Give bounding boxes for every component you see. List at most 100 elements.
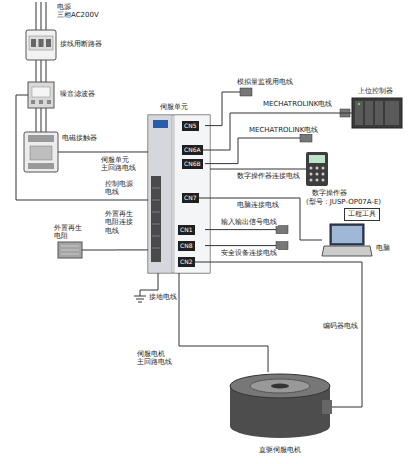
cable-connector	[41, 108, 42, 132]
annotation-label: 安全设备连接电线	[220, 249, 278, 257]
cable-label: 伺服电机 主回路电线	[136, 350, 182, 367]
magnetic-contactor: 电磁接触器	[24, 132, 58, 172]
annotation-label: 接地电线	[148, 293, 178, 301]
contactor-figure-part	[30, 146, 52, 160]
servo-unit-figure-part	[174, 115, 210, 273]
contactor-figure	[24, 132, 58, 172]
cable-label: 编码器电线	[322, 322, 359, 330]
cable-connector	[58, 151, 148, 152]
tool-box: 工程工具	[344, 208, 380, 221]
laptop-figure-part	[330, 224, 364, 245]
noise-filter: 噪音滤波器	[28, 82, 54, 108]
operator-figure	[306, 152, 328, 186]
controller-figure-part	[352, 98, 402, 128]
port-label: CN5	[184, 122, 197, 129]
component-label: (型号：JUSP-OP07A-E)	[306, 198, 381, 206]
cable	[205, 138, 300, 164]
component-label: 上位控制器	[358, 87, 393, 95]
motor-figure-part	[271, 384, 289, 389]
controller-figure-part	[375, 101, 383, 125]
connector-port: CN6A	[182, 145, 203, 155]
component-label: 工程工具	[348, 210, 376, 218]
laptop-figure	[322, 224, 372, 256]
ground-symbol	[134, 296, 146, 302]
power-wire	[36, 108, 37, 132]
connector-port: CN1	[178, 225, 195, 235]
component-label: 伺服单元	[160, 103, 188, 111]
cable-connector	[82, 249, 148, 250]
servo-unit-figure-part	[152, 236, 160, 237]
filter-figure	[28, 82, 54, 108]
cable-connector	[179, 273, 268, 372]
component-label: 电脑	[376, 244, 390, 252]
annotation-label: 模拟量监视用电线	[236, 78, 294, 86]
connector-port: CN6B	[182, 159, 203, 169]
power-wire	[46, 2, 47, 30]
regen-resistor: 外置再生电阻	[58, 242, 82, 258]
annotation-label: MECHATROLINK电线	[248, 126, 319, 134]
component-label: 外置再生电阻	[54, 224, 84, 241]
breaker-figure-part	[46, 39, 51, 47]
servo-unit-figure-part	[152, 224, 160, 225]
servo-unit-figure-part	[153, 120, 168, 128]
component-label: 电磁接触器	[62, 134, 97, 142]
port-label: CN2	[180, 258, 193, 265]
power-wire	[36, 2, 37, 30]
cable-label: 控制电源电线	[104, 180, 136, 197]
motor-figure-part	[230, 374, 330, 398]
operator-figure-part	[322, 167, 325, 170]
ground-symbol-part	[136, 299, 144, 300]
cable-connector	[16, 95, 148, 200]
port-label: CN7	[184, 194, 197, 201]
cable-label: 伺服单元 主回路电线	[100, 156, 146, 173]
cable	[205, 92, 240, 126]
component-label: 接线用断路器	[60, 40, 102, 48]
cable-label: 外置再生电阻连接电线	[104, 210, 136, 235]
power-wire	[41, 2, 42, 30]
laptop-figure-part	[322, 246, 372, 256]
operator-figure-part	[310, 179, 313, 182]
annotation-label: 输入输出信号电线	[220, 218, 278, 226]
cable-label: MECHATROLINK电线	[262, 100, 333, 108]
servo-unit-figure-part	[152, 200, 160, 201]
breaker-figure-part	[39, 39, 44, 47]
plug	[240, 88, 252, 96]
breaker-figure-part	[26, 30, 56, 60]
component-label: 数字操作器	[312, 189, 347, 197]
breaker-figure	[26, 30, 56, 60]
breaker-figure-part	[29, 36, 53, 50]
contactor-figure-part	[24, 132, 58, 172]
operator-figure-part	[310, 173, 313, 176]
port-label: CN1	[180, 226, 193, 233]
controller-figure-part	[355, 101, 363, 125]
operator-figure-part	[316, 173, 319, 176]
resistor-figure-part	[61, 250, 79, 251]
motor-figure-part	[250, 379, 310, 393]
cable-connector	[199, 198, 322, 240]
component-label: 直驱伺服电机	[259, 446, 301, 454]
motor-figure-part	[322, 400, 332, 414]
servo-unit-figure-part	[148, 115, 172, 273]
filter-figure-part	[39, 100, 43, 104]
connector-port: CN7	[182, 193, 199, 203]
ground-symbol-part	[134, 296, 146, 297]
servo-unit: 伺服单元CN5CN6ACN6BCN7CN1CN8CN2	[148, 115, 210, 273]
component-label: 噪音滤波器	[60, 90, 95, 98]
operator-figure-part	[316, 167, 319, 170]
operator-figure-part	[322, 173, 325, 176]
cable-connector	[203, 113, 352, 150]
resistor-figure	[58, 242, 82, 258]
operator-figure-part	[322, 179, 325, 182]
servo-unit-figure-part	[152, 212, 160, 213]
digital-operator: 数字操作器(型号：JUSP-OP07A-E)	[306, 152, 328, 186]
motor-figure	[230, 374, 332, 438]
servo-unit-figure-part	[152, 188, 160, 189]
plug	[276, 226, 288, 234]
plug	[300, 134, 312, 142]
power-lines	[36, 2, 46, 132]
cable-connector	[210, 169, 306, 170]
laptop-figure-part	[332, 226, 362, 243]
annotation-label: 电源 三相AC200V	[56, 3, 108, 20]
operator-figure-part	[309, 155, 325, 163]
connector-port: CN5	[182, 121, 199, 131]
